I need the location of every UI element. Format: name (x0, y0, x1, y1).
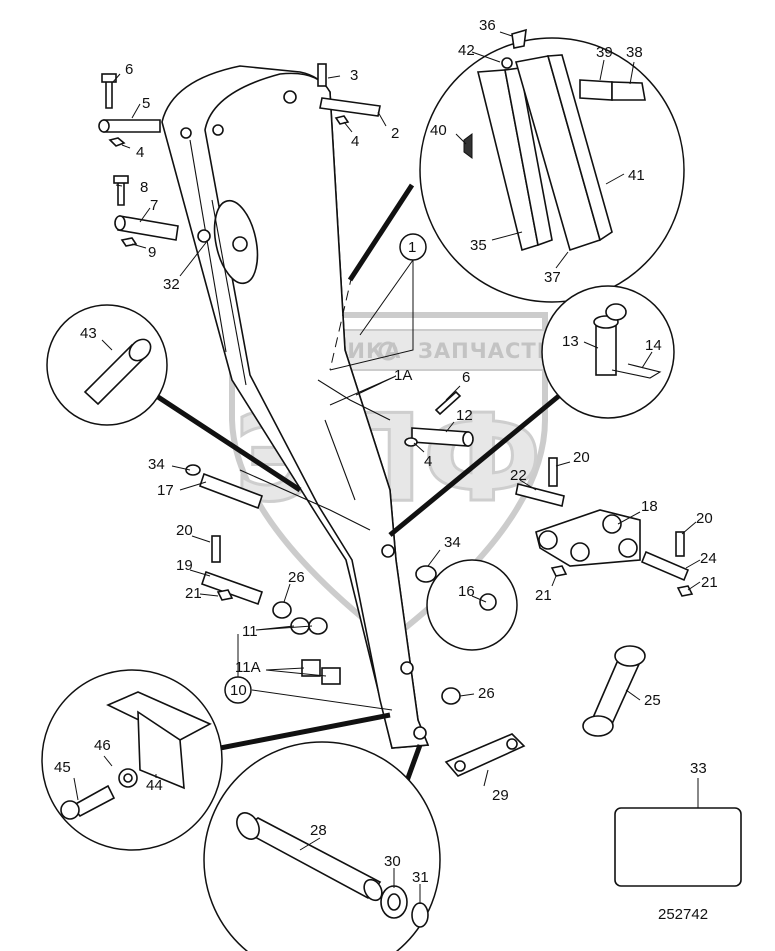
callout-4: 4 (351, 133, 359, 150)
callout-21: 21 (535, 587, 552, 604)
decal-plate (614, 807, 742, 887)
gear-icon (378, 341, 398, 361)
callout-7: 7 (150, 197, 158, 214)
callout-11: 11 (242, 623, 258, 640)
callout-19: 19 (176, 557, 193, 574)
dipper-arm-1 (161, 65, 430, 749)
callout-42: 42 (458, 42, 475, 59)
callout-37: 37 (544, 269, 561, 286)
callout-43: 43 (80, 325, 97, 342)
callout-21: 21 (185, 585, 202, 602)
callout-46: 46 (94, 737, 111, 754)
callout-44: 44 (146, 777, 163, 794)
callout-31: 31 (412, 869, 429, 886)
detail-circle-main-pin (203, 741, 441, 951)
callout-9: 9 (148, 244, 156, 261)
callout-34: 34 (444, 534, 461, 551)
detail-circle-bracket (41, 669, 391, 851)
callout-40: 40 (430, 122, 447, 139)
callout-25: 25 (644, 692, 661, 709)
callout-26: 26 (478, 685, 495, 702)
callout-29: 29 (492, 787, 509, 804)
callout-12: 12 (456, 407, 473, 424)
callout-20: 20 (696, 510, 713, 527)
callout-6: 6 (462, 369, 470, 386)
callout-36: 36 (479, 17, 496, 34)
callout-labels: 6 5 4 3 2 4 8 7 9 32 1 1A 6 12 4 34 17 2… (54, 17, 718, 923)
callout-16: 16 (458, 583, 475, 600)
callout-28: 28 (310, 822, 327, 839)
callout-20: 20 (573, 449, 590, 466)
figure-id: 252742 (658, 906, 708, 923)
callout-34: 34 (148, 456, 165, 473)
callout-4: 4 (136, 144, 144, 161)
callout-18: 18 (641, 498, 658, 515)
callout-35: 35 (470, 237, 487, 254)
detail-circle-16 (426, 559, 518, 651)
callout-11a: 11A (235, 659, 261, 676)
callout-41: 41 (628, 167, 645, 184)
callout-32: 32 (163, 276, 180, 293)
callout-2: 2 (391, 125, 399, 142)
callout-38: 38 (626, 44, 643, 61)
loose-parts (98, 63, 742, 887)
callout-39: 39 (596, 44, 613, 61)
callout-1: 1 (408, 239, 416, 256)
callout-8: 8 (140, 179, 148, 196)
callout-3: 3 (350, 67, 358, 84)
callout-14: 14 (645, 337, 662, 354)
callout-24: 24 (700, 550, 717, 567)
callout-33: 33 (690, 760, 707, 777)
leader-lines (73, 31, 701, 904)
callout-22: 22 (510, 467, 527, 484)
callout-17: 17 (157, 482, 174, 499)
callout-26: 26 (288, 569, 305, 586)
callout-45: 45 (54, 759, 71, 776)
callout-21: 21 (701, 574, 718, 591)
detail-circle-pin-43 (46, 304, 302, 493)
callout-20: 20 (176, 522, 193, 539)
detail-circle-wear-pads (347, 28, 685, 303)
callout-10: 10 (230, 682, 247, 699)
callout-30: 30 (384, 853, 401, 870)
callout-6: 6 (125, 61, 133, 78)
detail-circle-pin-13 (388, 285, 675, 537)
watermark-right-word: ЗАПЧАСТИ (418, 339, 555, 363)
callout-1a: 1A (394, 367, 412, 384)
callout-5: 5 (142, 95, 150, 112)
callout-13: 13 (562, 333, 579, 350)
callout-4: 4 (424, 453, 432, 470)
